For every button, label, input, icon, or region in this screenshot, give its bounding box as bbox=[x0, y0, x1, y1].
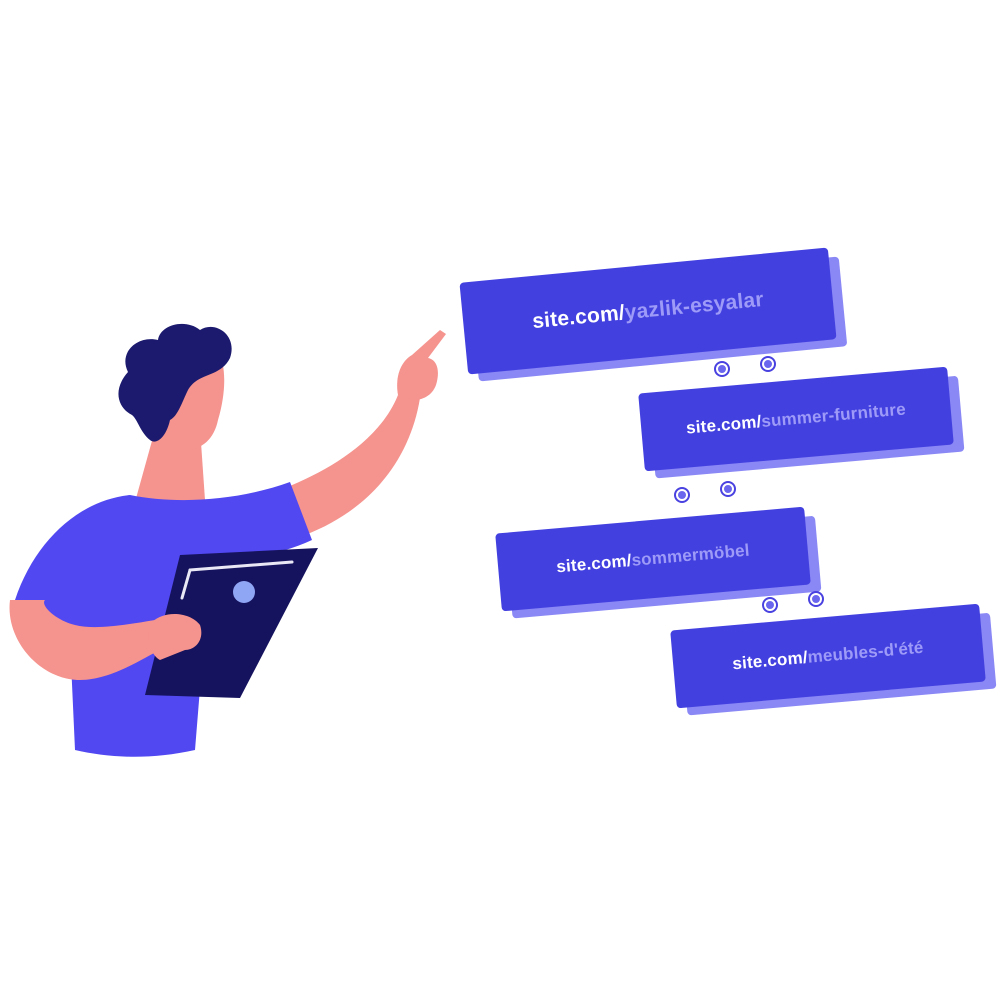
url-slug: yazlik-esyalar bbox=[623, 287, 765, 325]
connector-dot-icon bbox=[764, 599, 776, 611]
url-domain: site.com/ bbox=[531, 301, 626, 334]
raised-arm bbox=[285, 395, 420, 535]
connector-dot-icon bbox=[762, 358, 774, 370]
tablet-icon bbox=[145, 548, 318, 698]
lower-arm bbox=[9, 600, 160, 680]
url-domain: site.com/ bbox=[731, 647, 809, 674]
pointing-hand bbox=[397, 330, 446, 400]
tablet-camera-dot bbox=[233, 581, 255, 603]
holding-hand bbox=[148, 614, 202, 660]
connector-dot-icon bbox=[716, 363, 728, 375]
connector-dot-icon bbox=[676, 489, 688, 501]
tablet-highlight-edge bbox=[180, 568, 192, 600]
url-slug: summer-furniture bbox=[760, 399, 907, 431]
url-domain: site.com/ bbox=[555, 550, 633, 577]
url-slug: sommermöbel bbox=[630, 540, 751, 570]
tablet-highlight bbox=[188, 560, 294, 572]
hair bbox=[118, 323, 232, 442]
url-slug: meubles-d'été bbox=[806, 637, 925, 667]
connector-dot-icon bbox=[722, 483, 734, 495]
url-domain: site.com/ bbox=[685, 412, 763, 438]
connector-dot-icon bbox=[810, 593, 822, 605]
